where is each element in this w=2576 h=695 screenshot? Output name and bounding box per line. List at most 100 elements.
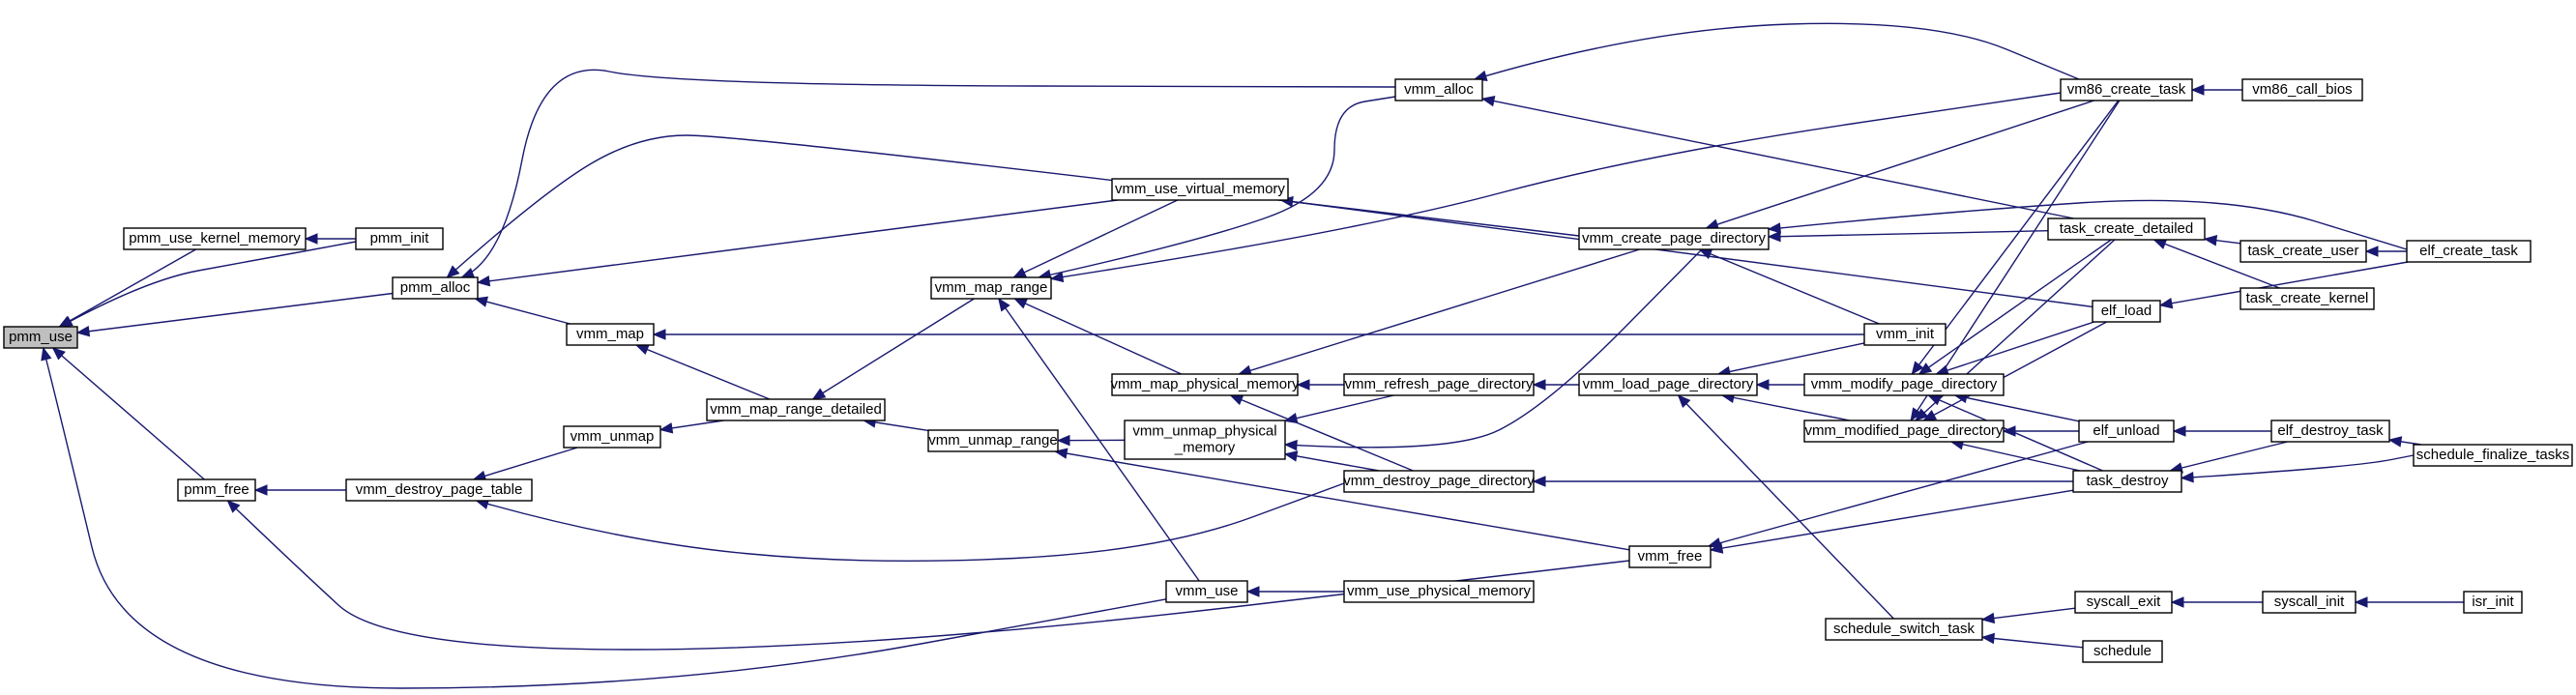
- node-pmm-free[interactable]: pmm_free: [177, 478, 256, 502]
- node-pmm-use-kernel-memory[interactable]: pmm_use_kernel_memory: [123, 227, 307, 250]
- node-task-create-user[interactable]: task_create_user: [2239, 240, 2367, 263]
- node-box: [927, 429, 1059, 452]
- arrowhead-elf_load-to-elf_create_task: [2158, 298, 2174, 309]
- node-box: [3, 326, 78, 349]
- node-box: [2072, 470, 2182, 493]
- arrowhead-vmm_map_range-to-vmm_use_virtual_memory: [1012, 267, 1028, 278]
- node-schedule-switch-task[interactable]: schedule_switch_task: [1825, 618, 1983, 641]
- node-vmm-map[interactable]: vmm_map: [566, 323, 655, 346]
- node-vmm-create-page-directory[interactable]: vmm_create_page_directory: [1578, 227, 1770, 250]
- arrowhead-syscall_init-to-isr_init: [2354, 596, 2368, 608]
- node-task-destroy[interactable]: task_destroy: [2072, 470, 2182, 493]
- edge-vmm_destroy_page_table-to-vmm_destroy_page_directory: [476, 481, 1345, 563]
- node-vmm-modify-page-directory[interactable]: vmm_modify_page_directory: [1803, 373, 2005, 396]
- node-label: vmm_alloc: [1404, 81, 1474, 98]
- node-vmm-destroy-page-table[interactable]: vmm_destroy_page_table: [345, 478, 533, 502]
- node-vmm-unmap-range[interactable]: vmm_unmap_range: [927, 429, 1059, 452]
- node-box: [1825, 618, 1983, 641]
- node-vmm-destroy-page-directory[interactable]: vmm_destroy_page_directory: [1343, 470, 1535, 493]
- node-vmm-map-range[interactable]: vmm_map_range: [930, 276, 1052, 300]
- node-vmm-alloc[interactable]: vmm_alloc: [1394, 78, 1483, 101]
- arrowhead-vmm_unmap_physical_memory-to-vmm_refresh_page_directory: [1283, 412, 1299, 424]
- node-box: [1803, 373, 2005, 396]
- node-vmm-map-range-detailed[interactable]: vmm_map_range_detailed: [706, 398, 886, 421]
- node-box: [123, 227, 307, 250]
- arrowhead-vmm_map-to-vmm_init: [652, 329, 666, 340]
- node-vmm-use-virtual-memory[interactable]: vmm_use_virtual_memory: [1111, 178, 1289, 201]
- arrowhead-vmm_load_page_directory-to-schedule_switch_task: [1677, 394, 1691, 408]
- edge-vmm_create_page_directory-to-vmm_init: [1699, 248, 1880, 325]
- node-pmm-alloc[interactable]: pmm_alloc: [392, 276, 479, 300]
- arrowhead-vmm_map_range-to-vm86_create_task: [1049, 271, 1065, 283]
- node-box: [2047, 217, 2206, 241]
- node-label: pmm_alloc: [400, 279, 471, 296]
- node-vmm-use[interactable]: vmm_use: [1165, 580, 1248, 603]
- node-box: [1578, 227, 1770, 250]
- node-schedule-finalize-tasks[interactable]: schedule_finalize_tasks: [2413, 444, 2573, 467]
- node-vmm-init[interactable]: vmm_init: [1863, 323, 1947, 346]
- node-vmm-free[interactable]: vmm_free: [1628, 545, 1712, 568]
- node-vmm-unmap[interactable]: vmm_unmap: [563, 425, 661, 449]
- node-syscall-exit[interactable]: syscall_exit: [2074, 591, 2173, 614]
- arrowhead-task_create_user-to-elf_create_task: [2364, 246, 2379, 257]
- node-vmm-modified-page-directory[interactable]: vmm_modified_page_directory: [1803, 420, 2005, 443]
- edge-vmm_load_page_directory-to-vmm_init: [1717, 342, 1865, 375]
- node-label: vmm_init: [1876, 326, 1935, 342]
- edge-elf_load-to-elf_create_task: [2159, 261, 2409, 306]
- node-box: [1863, 323, 1947, 346]
- arrowhead-pmm_alloc-to-vmm_create_page_directory: [446, 265, 460, 278]
- edge-vmm_modified_page_directory-to-elf_load: [1923, 321, 2107, 421]
- node-box: [2082, 640, 2163, 663]
- node-task-create-detailed[interactable]: task_create_detailed: [2047, 217, 2206, 241]
- node-vm86-call-bios[interactable]: vm86_call_bios: [2241, 78, 2363, 101]
- edge-vmm_map_range-to-vm86_create_task: [1050, 92, 2062, 280]
- arrowhead-task_create_detailed-to-task_create_user: [2203, 235, 2218, 246]
- node-box: [566, 323, 655, 346]
- arrowhead-pmm_free-to-vmm_destroy_page_table: [253, 484, 268, 496]
- node-vmm-refresh-page-directory[interactable]: vmm_refresh_page_directory: [1343, 373, 1535, 396]
- arrowhead-task_create_detailed-to-task_create_kernel: [2152, 239, 2168, 249]
- node-label: schedule_finalize_tasks: [2416, 447, 2569, 463]
- node-box: [2413, 444, 2573, 467]
- edge-vmm_load_page_directory-to-vmm_modified_page_directory: [1721, 394, 1851, 421]
- node-vmm-use-physical-memory[interactable]: vmm_use_physical_memory: [1343, 580, 1535, 603]
- node-elf-load[interactable]: elf_load: [2092, 300, 2161, 323]
- node-label: vmm_map_physical_memory: [1110, 376, 1300, 392]
- node-box: [2239, 240, 2367, 263]
- node-box: [2463, 591, 2523, 614]
- node-label: vmm_refresh_page_directory: [1344, 376, 1534, 392]
- arrowhead-schedule_switch_task-to-schedule: [1980, 632, 1996, 645]
- node-label: vmm_modified_page_directory: [1804, 422, 2004, 439]
- node-vmm-load-page-directory[interactable]: vmm_load_page_directory: [1578, 373, 1758, 396]
- node-label: vmm_unmap_physical: [1132, 423, 1276, 440]
- arrowhead-vmm_modified_page_directory-to-elf_unload: [2002, 425, 2016, 437]
- node-vmm-unmap-physical-memory[interactable]: vmm_unmap_physical_memory: [1124, 420, 1286, 460]
- node-vmm-map-physical-memory[interactable]: vmm_map_physical_memory: [1110, 373, 1300, 396]
- edge-pmm_use-to-pmm_init: [59, 241, 357, 328]
- node-isr-init[interactable]: isr_init: [2463, 591, 2523, 614]
- edge-schedule_switch_task-to-syscall_exit: [1981, 607, 2076, 621]
- node-task-create-kernel[interactable]: task_create_kernel: [2239, 287, 2375, 310]
- edge-vmm_destroy_page_table-to-vmm_unmap: [473, 447, 578, 480]
- node-box: [355, 227, 444, 250]
- node-pmm-init[interactable]: pmm_init: [355, 227, 444, 250]
- node-box: [392, 276, 479, 300]
- node-label: pmm_free: [184, 481, 249, 498]
- node-box: [1803, 420, 2005, 443]
- edge-vmm_map_physical_memory-to-vmm_destroy_page_directory: [1230, 394, 1414, 472]
- node-elf-destroy-task[interactable]: elf_destroy_task: [2270, 420, 2390, 443]
- edge-pmm_use-to-vmm_use: [43, 347, 1167, 689]
- node-elf-create-task[interactable]: elf_create_task: [2406, 240, 2532, 263]
- node-elf-unload[interactable]: elf_unload: [2078, 420, 2175, 443]
- arrowhead-vmm_map_range_detailed-to-vmm_map_range: [811, 388, 827, 400]
- node-box: [2406, 240, 2532, 263]
- node-schedule[interactable]: schedule: [2082, 640, 2163, 663]
- node-vm86-create-task[interactable]: vm86_create_task: [2060, 78, 2193, 101]
- node-box: [930, 276, 1052, 300]
- node-box: [345, 478, 533, 502]
- node-label: _memory: [1174, 440, 1236, 456]
- node-pmm-use[interactable]: pmm_use: [3, 326, 78, 349]
- node-syscall-init[interactable]: syscall_init: [2262, 591, 2356, 614]
- arrowhead-pmm_use-to-pmm_free: [51, 347, 66, 361]
- arrowhead-pmm_alloc-to-vmm_use_virtual_memory: [476, 275, 491, 287]
